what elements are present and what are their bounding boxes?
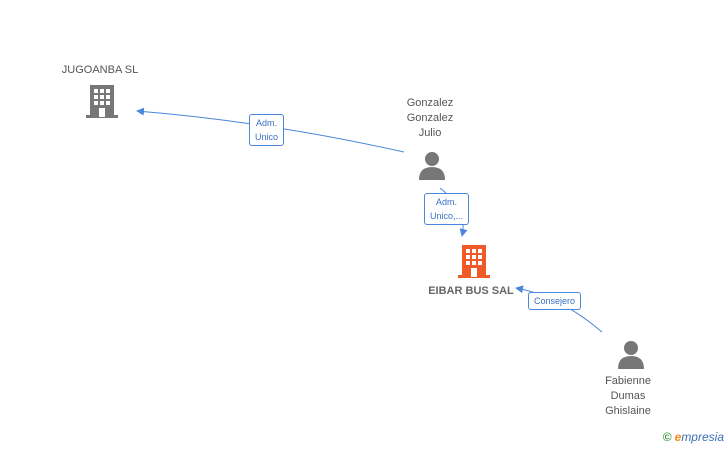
edge-label-line: Adm. bbox=[436, 197, 458, 207]
edge-label-line: Unico,... bbox=[430, 211, 464, 221]
edge-label-line: Consejero bbox=[534, 296, 576, 306]
person-label-fabienne[interactable]: Fabienne Dumas Ghislaine bbox=[578, 374, 678, 419]
edge-label-line: Unico bbox=[255, 132, 279, 142]
person-label-line: Fabienne bbox=[605, 375, 651, 387]
building-icon[interactable] bbox=[86, 83, 118, 119]
person-label-gonzalez[interactable]: Gonzalez Gonzalez Julio bbox=[380, 96, 480, 141]
edge-label-adm-unico-eibar[interactable]: Adm. Unico,... bbox=[424, 193, 470, 225]
person-label-line: Dumas bbox=[610, 390, 646, 402]
brand-initial: e bbox=[674, 430, 682, 444]
edge-label-line: Adm. bbox=[256, 118, 278, 128]
edge-label-adm-unico[interactable]: Adm. Unico bbox=[249, 114, 285, 146]
person-icon[interactable] bbox=[616, 339, 646, 369]
person-icon[interactable] bbox=[417, 150, 447, 180]
company-label-jugoanba[interactable]: JUGOANBA SL bbox=[61, 64, 139, 76]
person-label-line: Gonzalez bbox=[406, 112, 454, 124]
brand-name: mpresia bbox=[681, 430, 724, 444]
empresia-logo: ©empresia bbox=[663, 430, 724, 444]
edge-label-consejero[interactable]: Consejero bbox=[528, 292, 582, 310]
building-icon[interactable] bbox=[458, 243, 490, 279]
person-label-line: Gonzalez bbox=[406, 97, 454, 109]
copyright-icon: © bbox=[662, 430, 672, 444]
person-label-line: Julio bbox=[418, 127, 442, 139]
company-label-eibar[interactable]: EIBAR BUS SAL bbox=[428, 285, 514, 297]
person-label-line: Ghislaine bbox=[605, 405, 651, 417]
